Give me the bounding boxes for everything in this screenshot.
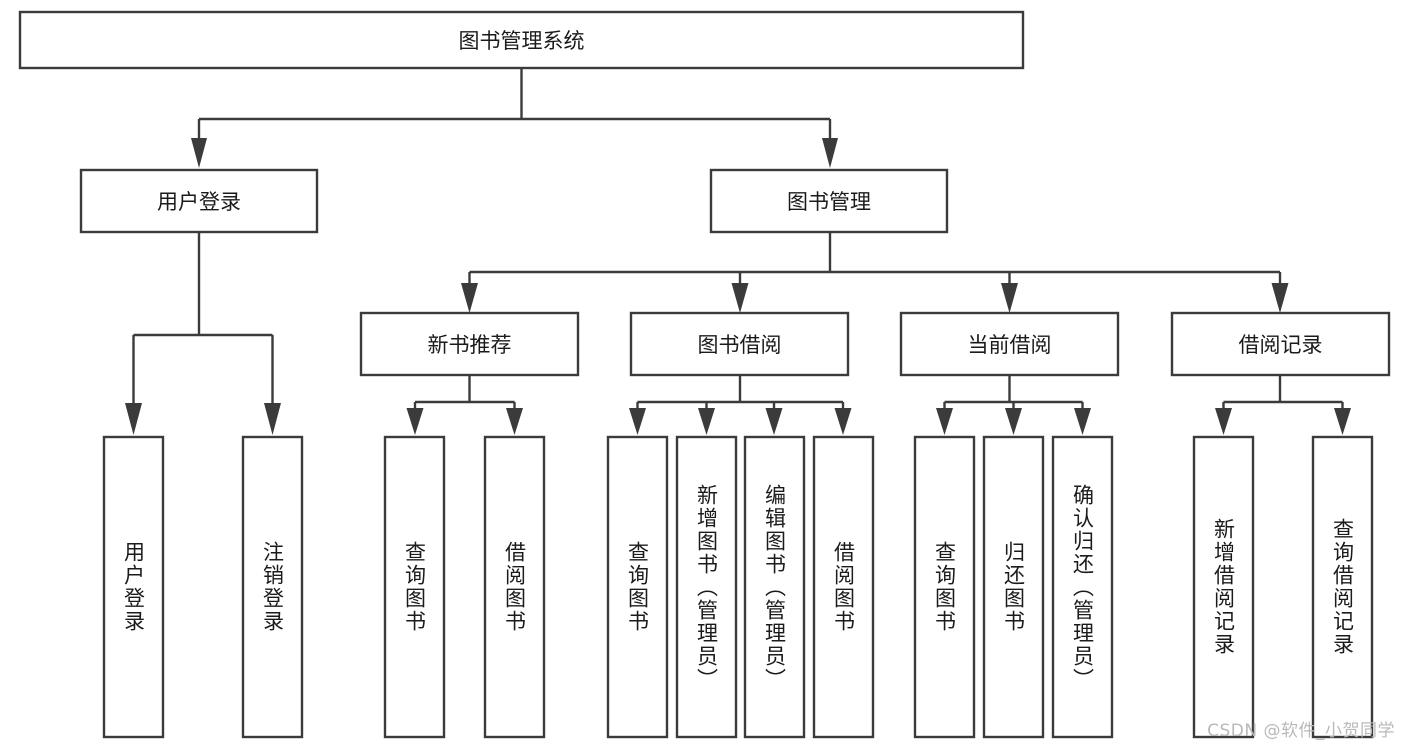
leaf-box-current-borrow-confirm[interactable]: [1051, 435, 1114, 739]
arrow-current-borrow-leaf-2: [1005, 408, 1022, 435]
connector-group-borrow-record: [1215, 375, 1351, 435]
leaf-box-user-login-login[interactable]: [102, 435, 165, 739]
connector-group-new-book: [406, 375, 523, 435]
connector-group-book-mgmt: [461, 232, 1289, 313]
arrow-book-mgmt-child-2: [731, 283, 749, 313]
arrow-book-borrow-leaf-4: [834, 408, 852, 435]
watermark-text: CSDN @软件_小贺同学: [1207, 721, 1395, 741]
leaf-box-new-book-query[interactable]: [383, 435, 446, 739]
arrow-new-book-leaf-2: [506, 408, 523, 435]
node-label-user-login: 用户登录: [157, 190, 241, 214]
arrow-borrow-record-leaf-1: [1215, 408, 1232, 435]
leaf-box-borrow-record-add[interactable]: [1192, 435, 1255, 739]
leaf-box-borrow-record-query[interactable]: [1311, 435, 1374, 739]
arrow-root-to-book-mgmt: [822, 138, 838, 168]
connector-group-book-borrow: [629, 375, 852, 435]
arrow-book-mgmt-child-3: [1001, 283, 1018, 313]
connector-group-user-login: [125, 232, 281, 435]
node-label-borrow-record: 借阅记录: [1239, 333, 1323, 357]
node-box-root[interactable]: [18, 10, 1025, 70]
node-box-borrow-record[interactable]: [1170, 311, 1391, 377]
connector-group-current-borrow: [936, 375, 1091, 435]
leaf-box-new-book-borrow[interactable]: [483, 435, 546, 739]
arrow-book-borrow-leaf-1: [629, 408, 646, 435]
node-box-current-borrow[interactable]: [899, 311, 1120, 377]
leaf-box-book-borrow-query[interactable]: [606, 435, 669, 739]
arrow-book-borrow-leaf-2: [698, 408, 715, 435]
arrow-root-to-user-login: [191, 138, 207, 168]
node-label-new-book-recommend: 新书推荐: [428, 333, 512, 357]
leaf-box-book-borrow-edit[interactable]: [743, 435, 806, 739]
arrow-new-book-leaf-1: [406, 408, 424, 435]
arrow-current-borrow-leaf-1: [936, 408, 953, 435]
node-label-book-borrow: 图书借阅: [698, 333, 782, 357]
node-box-new-book-recommend[interactable]: [359, 311, 580, 377]
node-label-current-borrow: 当前借阅: [968, 333, 1052, 357]
arrow-book-mgmt-child-1: [461, 283, 478, 313]
arrow-current-borrow-leaf-3: [1074, 408, 1091, 435]
arrow-user-login-leaf-2: [264, 403, 281, 435]
arrow-borrow-record-leaf-2: [1334, 408, 1351, 435]
node-label-root: 图书管理系统: [459, 29, 585, 53]
node-box-book-management[interactable]: [709, 168, 949, 234]
leaf-box-book-borrow-lend[interactable]: [812, 435, 875, 739]
node-label-book-management: 图书管理: [787, 190, 871, 214]
connector-group-root: [191, 68, 838, 168]
leaf-box-book-borrow-add[interactable]: [675, 435, 738, 739]
arrow-book-mgmt-child-4: [1271, 283, 1289, 313]
arrow-user-login-leaf-1: [125, 403, 142, 435]
leaf-box-current-borrow-return[interactable]: [982, 435, 1045, 739]
leaf-box-current-borrow-query[interactable]: [913, 435, 976, 739]
node-box-book-borrow[interactable]: [629, 311, 850, 377]
node-box-user-login[interactable]: [79, 168, 319, 234]
arrow-book-borrow-leaf-3: [765, 408, 783, 435]
leaf-box-user-login-logout[interactable]: [241, 435, 304, 739]
